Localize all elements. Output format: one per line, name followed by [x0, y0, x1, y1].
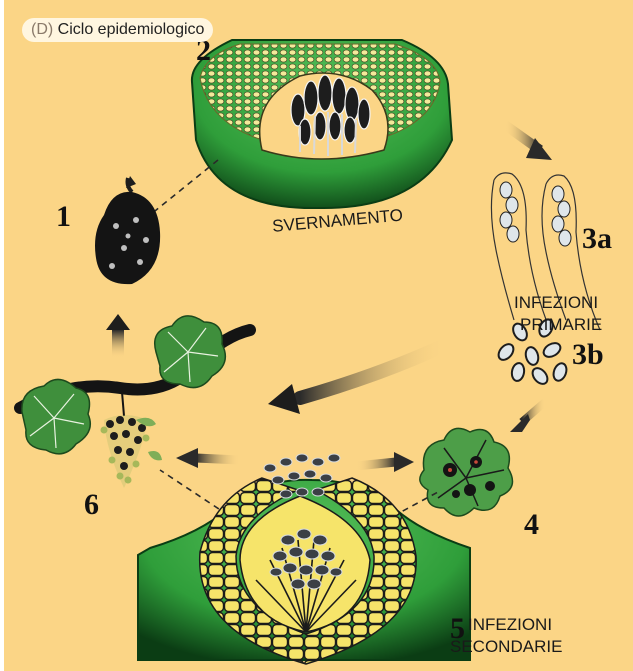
- stage-number-4: 4: [524, 508, 539, 541]
- title-text: Ciclo epidemiologico: [58, 21, 205, 38]
- stage-number-3b: 3b: [572, 338, 604, 371]
- secondary-infections-label-line2: SECONDARIE: [450, 637, 562, 656]
- overwintering-perithecium: [192, 40, 452, 208]
- secondary-infections-label-line1: INFEZIONI: [468, 615, 552, 634]
- title-prefix: (D): [31, 21, 53, 38]
- primary-infections-label-line2: PRIMARIE: [520, 315, 602, 334]
- stage-number-3a: 3a: [582, 222, 612, 255]
- stage-number-1: 1: [56, 200, 71, 233]
- diagram-title: (D) Ciclo epidemiologico: [22, 18, 213, 42]
- primary-infections-label-line1: INFEZIONI: [514, 293, 598, 312]
- stage-number-6: 6: [84, 488, 99, 521]
